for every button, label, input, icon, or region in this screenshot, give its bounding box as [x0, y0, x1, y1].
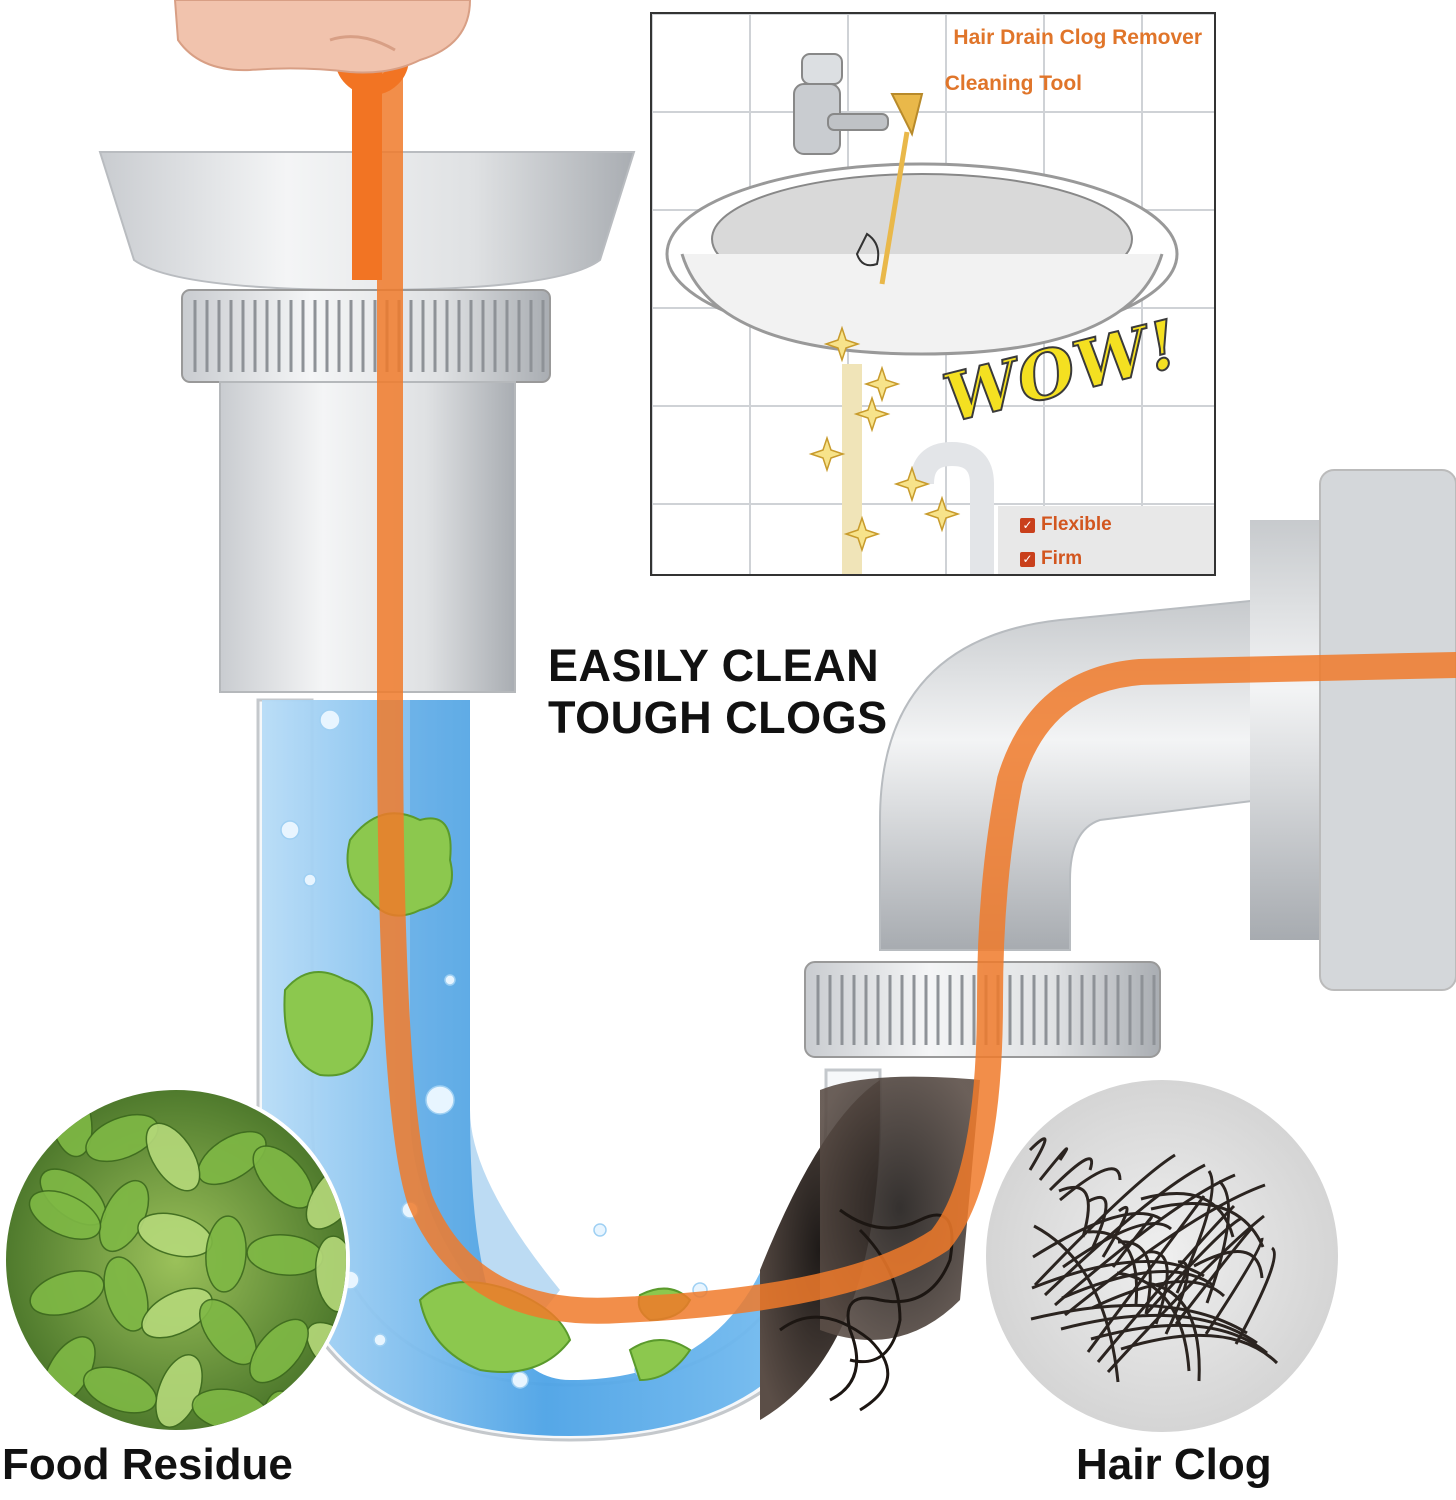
- hair-in-pipe: [779, 1208, 954, 1412]
- feature-label: Flexible: [1041, 514, 1112, 535]
- pulling-hand-icon: [173, 0, 472, 74]
- headline-line1: EASILY CLEAN: [548, 640, 880, 691]
- check-icon: ✓: [1020, 552, 1035, 567]
- feature-label: Firm: [1041, 548, 1083, 569]
- sink-icon: [665, 162, 1179, 356]
- inset-tool: [855, 93, 924, 285]
- faucet-icon: [793, 53, 889, 155]
- food-residue-photo: [2, 1086, 350, 1434]
- check-icon: ✓: [1020, 518, 1035, 533]
- sparkle-icon: [808, 325, 961, 553]
- right-elbow-pipe: [879, 469, 1456, 991]
- feature-list: ✓ Flexible ✓ Firm: [998, 506, 1214, 574]
- feature-item: ✓ Firm: [1020, 548, 1082, 570]
- under-pipe: [842, 364, 994, 574]
- right-pipe-nut: [804, 961, 1161, 1058]
- food-residue-label: Food Residue: [2, 1440, 293, 1489]
- sink-illustration: [652, 14, 1214, 574]
- sink-inset-panel: Hair Drain Clog Remover Cleaning Tool WO…: [650, 12, 1216, 576]
- u-trap-pipe: [256, 698, 980, 1442]
- inset-title-line1: Hair Drain Clog Remover: [953, 26, 1202, 49]
- headline-line2: TOUGH CLOGS: [548, 692, 888, 743]
- feature-item: ✓ Flexible: [1020, 514, 1112, 536]
- inset-title-line2: Cleaning Tool: [944, 72, 1082, 95]
- headline: EASILY CLEAN TOUGH CLOGS: [548, 640, 888, 744]
- hair-clog-photo: [982, 1076, 1342, 1436]
- hair-clog-label: Hair Clog: [1076, 1440, 1272, 1489]
